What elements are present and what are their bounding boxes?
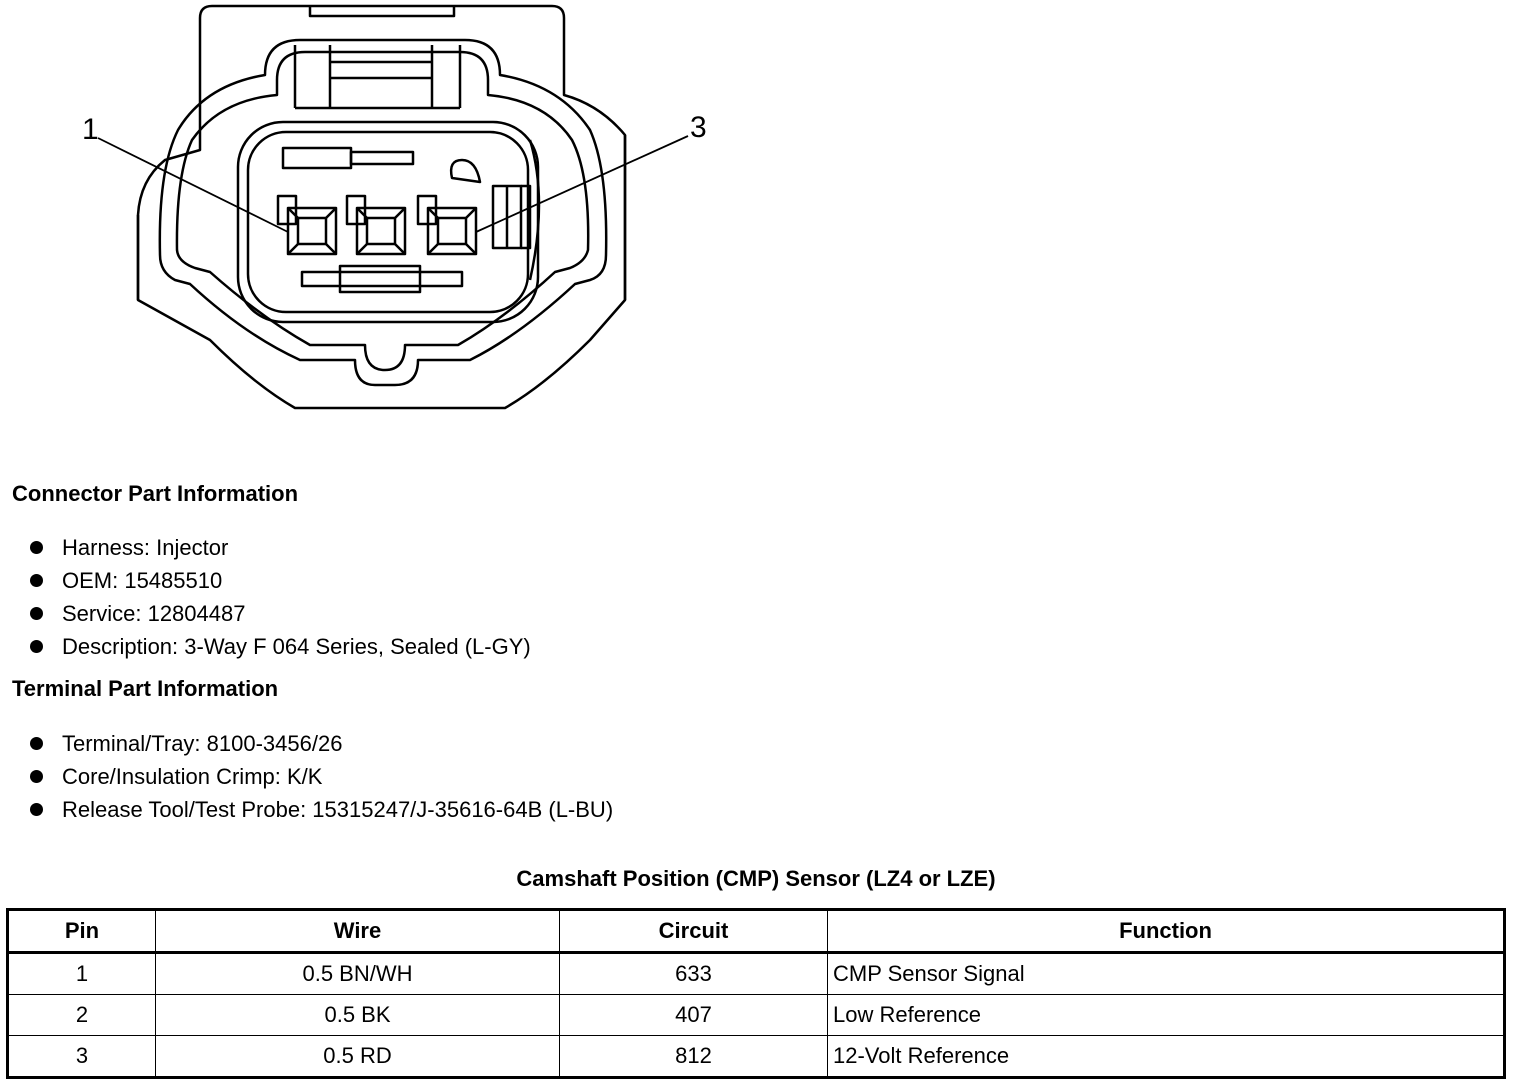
list-item: OEM: 15485510 [30,566,531,599]
terminal-cavity-1 [276,194,338,256]
bottom-key-rib [300,270,464,288]
connector-info-title: Connector Part Information [12,481,299,506]
terminal-cavity-3 [416,194,478,256]
connector-info-list: Harness: Injector OEM: 15485510 Service:… [30,533,531,665]
cell-function: 12-Volt Reference [827,1035,1505,1078]
cell-wire: 0.5 BK [155,994,560,1036]
list-item: Core/Insulation Crimp: K/K [30,762,613,795]
bullet-icon [30,737,43,750]
column-header-pin: Pin [7,909,156,954]
table-row: 2 0.5 BK 407 Low Reference [7,994,1505,1036]
cell-circuit: 812 [559,1035,828,1078]
housing-top-notch [308,6,456,18]
table-caption: Camshaft Position (CMP) Sensor (LZ4 or L… [516,866,996,891]
seal-outer-ring [158,38,608,387]
terminal-info-list: Terminal/Tray: 8100-3456/26 Core/Insulat… [30,729,613,828]
list-item: Terminal/Tray: 8100-3456/26 [30,729,613,762]
bullet-icon [30,541,43,554]
side-rib [528,139,541,281]
pinout-table: Pin Wire Circuit Function 1 0.5 BN/WH 63… [6,908,1506,1079]
bullet-icon [30,607,43,620]
callout-leader-3 [475,135,689,233]
table-row: 1 0.5 BN/WH 633 CMP Sensor Signal [7,952,1505,995]
cell-circuit: 633 [559,952,828,995]
terminal-cavity-2 [345,194,407,256]
connector-latch [293,45,462,110]
bullet-icon [30,574,43,587]
connector-housing-outline [136,4,627,410]
housing-lower-flange [136,135,627,300]
cell-pin: 3 [7,1035,156,1078]
column-header-function: Function [827,909,1505,954]
callout-leader-1 [97,137,289,233]
table-row: 3 0.5 RD 812 12-Volt Reference [7,1035,1505,1078]
bottom-key [338,264,422,294]
column-header-wire: Wire [155,909,560,954]
cell-function: CMP Sensor Signal [827,952,1505,995]
cell-pin: 2 [7,994,156,1036]
side-clip-bracket [521,184,532,250]
cell-pin: 1 [7,952,156,995]
bullet-icon [30,640,43,653]
terminal-info-title: Terminal Part Information [12,676,279,701]
bullet-icon [30,803,43,816]
cell-wire: 0.5 RD [155,1035,560,1078]
table-header-row: Pin Wire Circuit Function [7,909,1505,954]
callout-label-pin-3: 3 [690,111,707,144]
list-item: Service: 12804487 [30,599,531,632]
connector-face-diagram [97,4,689,410]
list-item: Release Tool/Test Probe: 15315247/J-3561… [30,795,613,828]
polarizing-key-rib [349,150,415,166]
list-item: Description: 3-Way F 064 Series, Sealed … [30,632,531,665]
bullet-icon [30,770,43,783]
column-header-circuit: Circuit [559,909,828,954]
mating-cavity-inner [246,130,530,314]
locator-tab [449,158,482,184]
callout-label-pin-1: 1 [82,113,99,146]
cell-function: Low Reference [827,994,1505,1036]
seal-inner-ring [175,50,590,372]
polarizing-key [281,146,353,170]
cell-wire: 0.5 BN/WH [155,952,560,995]
cell-circuit: 407 [559,994,828,1036]
list-item: Harness: Injector [30,533,531,566]
